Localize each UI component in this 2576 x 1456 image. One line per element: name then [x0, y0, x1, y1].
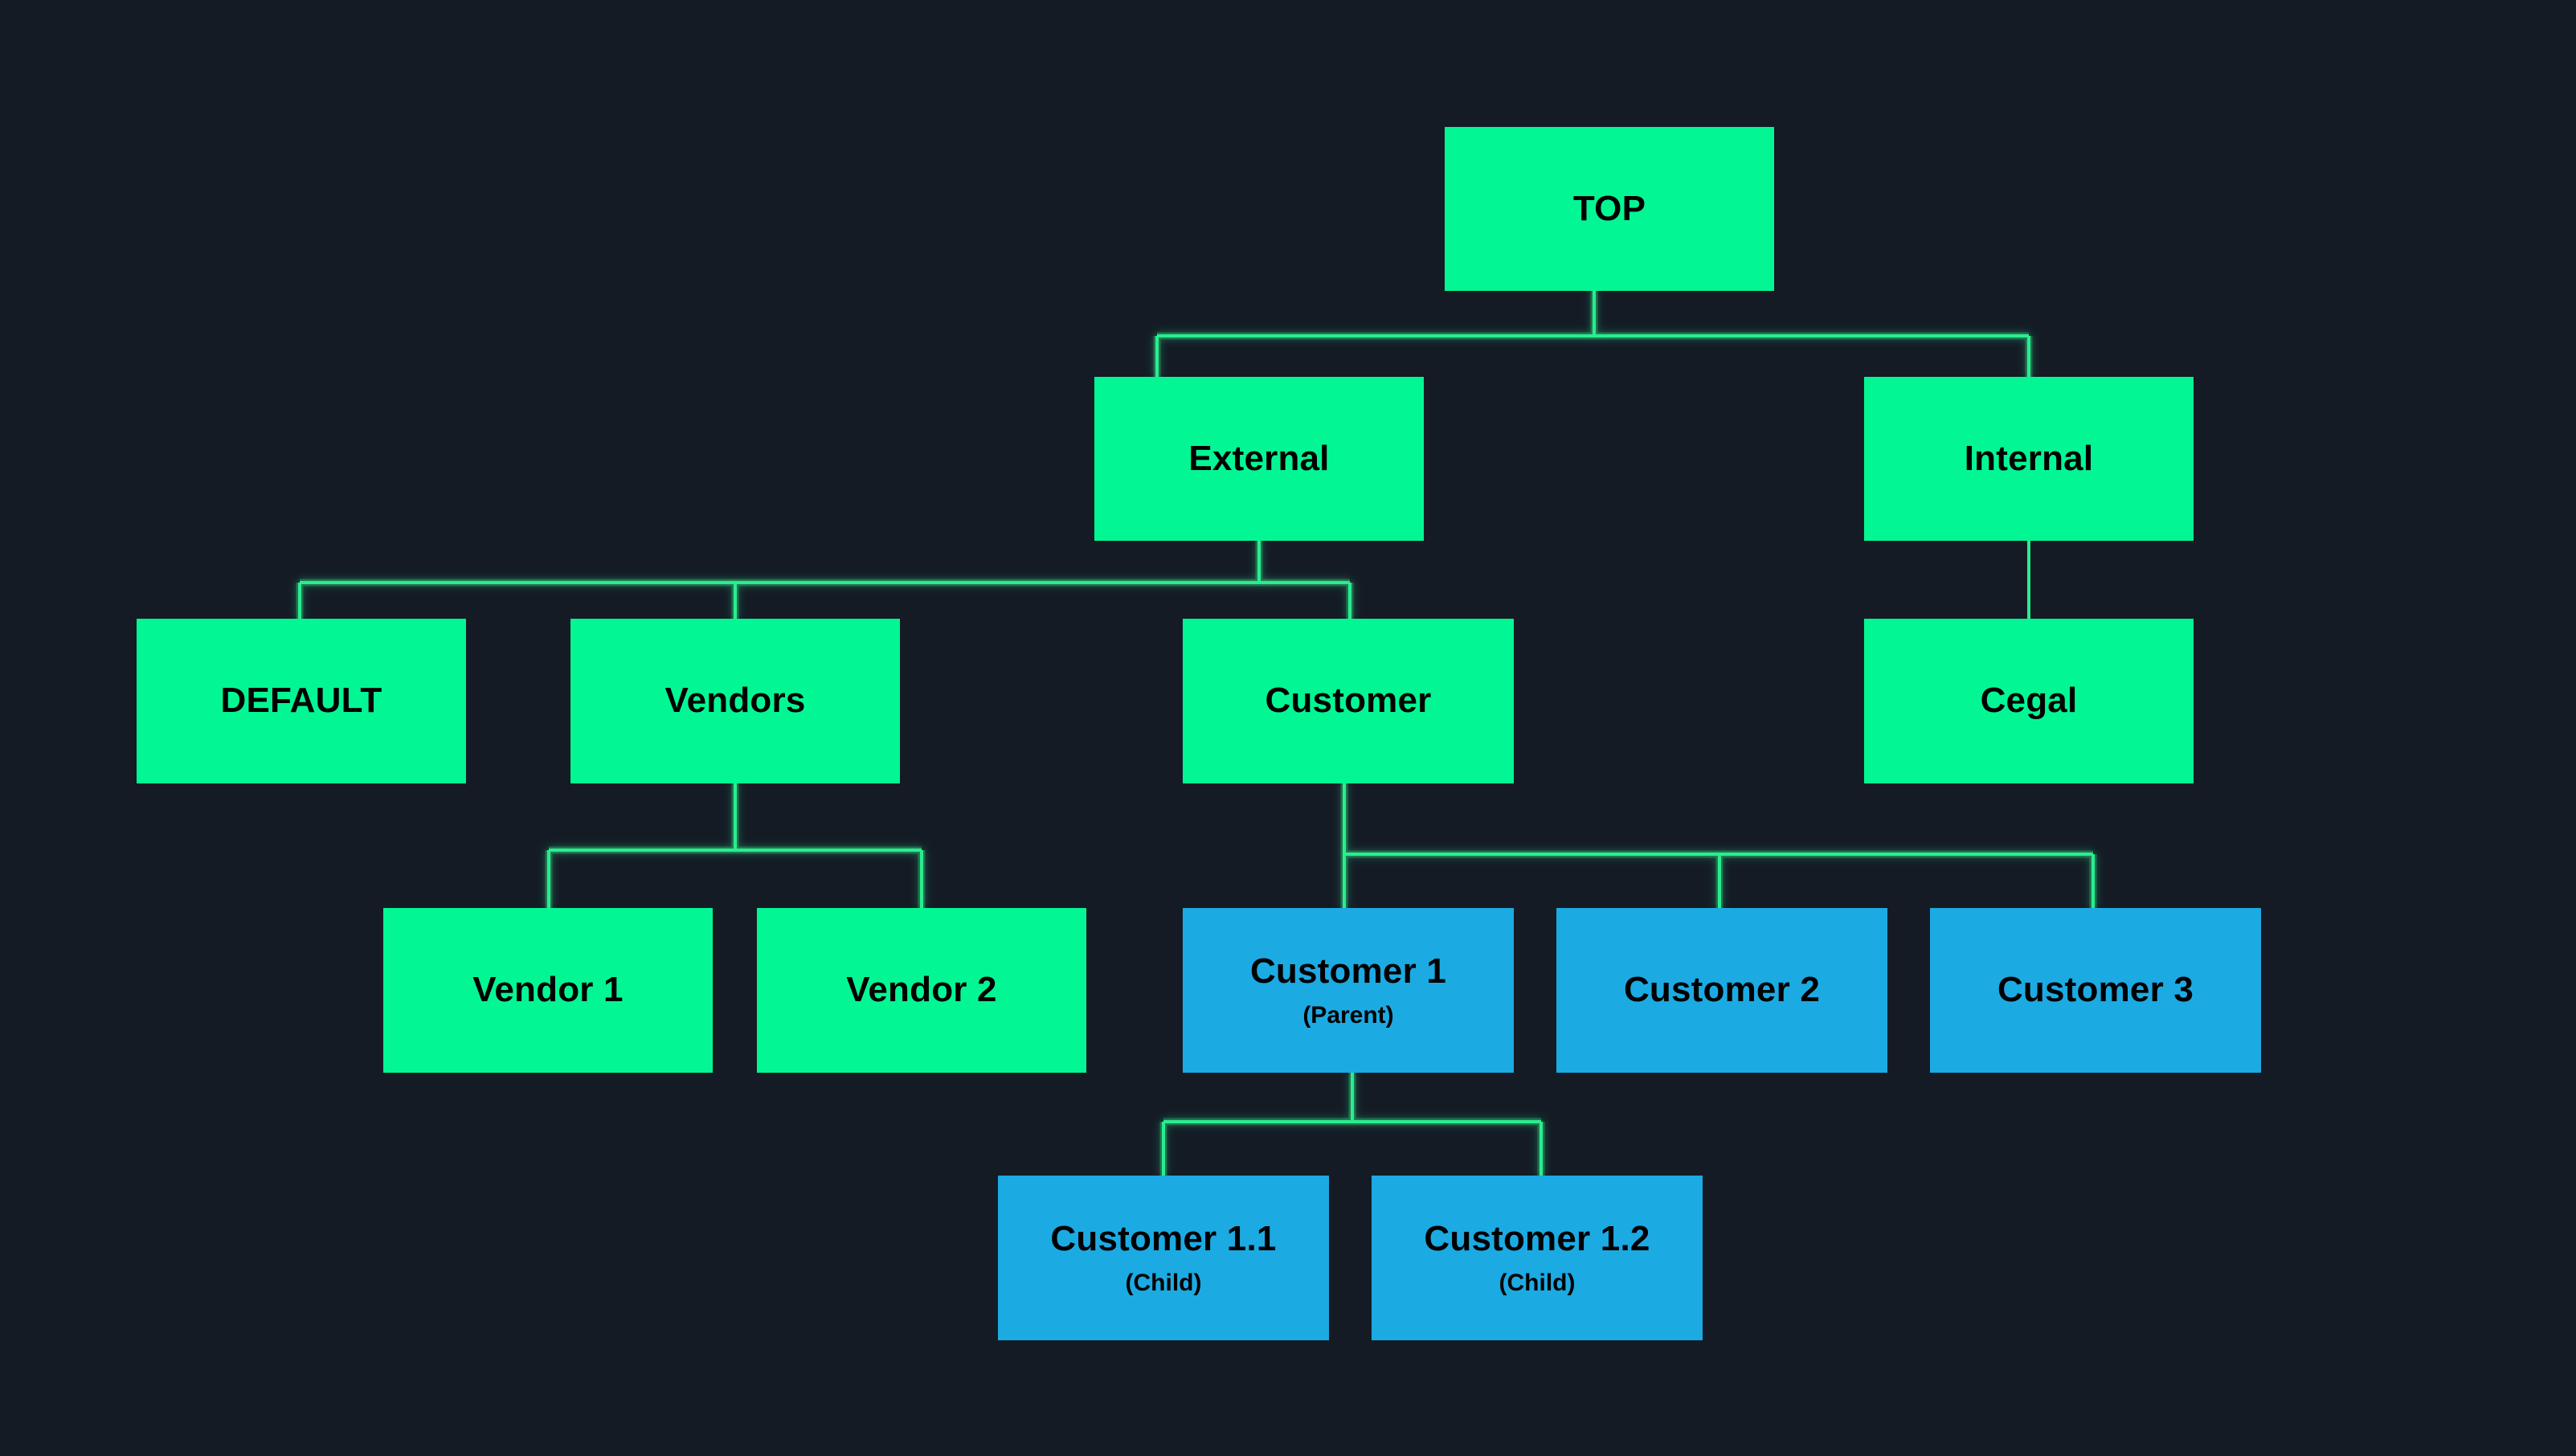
node-vendor2[interactable]: Vendor 2	[757, 908, 1086, 1073]
connector-top-bus	[1155, 291, 2030, 377]
connector-glow	[296, 541, 1354, 619]
connector-vendors-bus	[547, 783, 923, 908]
node-customer1_2-sublabel: (Child)	[1499, 1270, 1576, 1297]
node-vendors[interactable]: Vendors	[570, 619, 900, 783]
node-customer1_2[interactable]: Customer 1.2 (Child)	[1372, 1176, 1703, 1340]
connector-external-bus	[298, 541, 1351, 619]
node-customer1_1-sublabel: (Child)	[1125, 1270, 1202, 1297]
node-vendor1-title: Vendor 1	[472, 970, 624, 1010]
node-cegal[interactable]: Cegal	[1864, 619, 2194, 783]
node-customer1[interactable]: Customer 1 (Parent)	[1183, 908, 1514, 1073]
node-customer1-title: Customer 1	[1249, 951, 1447, 991]
node-vendors-title: Vendors	[664, 681, 806, 721]
connector-glow	[1340, 783, 2097, 908]
node-default-title: DEFAULT	[220, 681, 382, 721]
node-customer1-sublabel: (Parent)	[1302, 1002, 1394, 1029]
node-customer1_1[interactable]: Customer 1.1 (Child)	[998, 1176, 1329, 1340]
node-vendor1[interactable]: Vendor 1	[383, 908, 713, 1073]
node-cegal-title: Cegal	[1980, 681, 2078, 721]
connector-glow	[1153, 291, 2033, 377]
connector-customer-bus	[1343, 783, 2095, 908]
connector-customer1-bus	[1162, 1073, 1543, 1176]
connector-glow	[545, 783, 926, 908]
node-internal[interactable]: Internal	[1864, 377, 2194, 541]
node-customer-title: Customer	[1265, 681, 1432, 721]
node-external[interactable]: External	[1094, 377, 1424, 541]
node-customer[interactable]: Customer	[1183, 619, 1514, 783]
node-top-title: TOP	[1572, 188, 1646, 228]
node-external-title: External	[1188, 438, 1330, 478]
node-customer2-title: Customer 2	[1623, 970, 1821, 1010]
node-top[interactable]: TOP	[1445, 127, 1774, 291]
connector-glow	[1159, 1073, 1545, 1176]
node-default[interactable]: DEFAULT	[137, 619, 466, 783]
node-customer2[interactable]: Customer 2	[1556, 908, 1887, 1073]
node-internal-title: Internal	[1964, 438, 2094, 478]
node-customer1_1-title: Customer 1.1	[1050, 1218, 1277, 1258]
node-customer3[interactable]: Customer 3	[1930, 908, 2261, 1073]
node-customer1_2-title: Customer 1.2	[1424, 1218, 1650, 1258]
node-customer3-title: Customer 3	[1997, 970, 2194, 1010]
node-vendor2-title: Vendor 2	[846, 970, 997, 1010]
